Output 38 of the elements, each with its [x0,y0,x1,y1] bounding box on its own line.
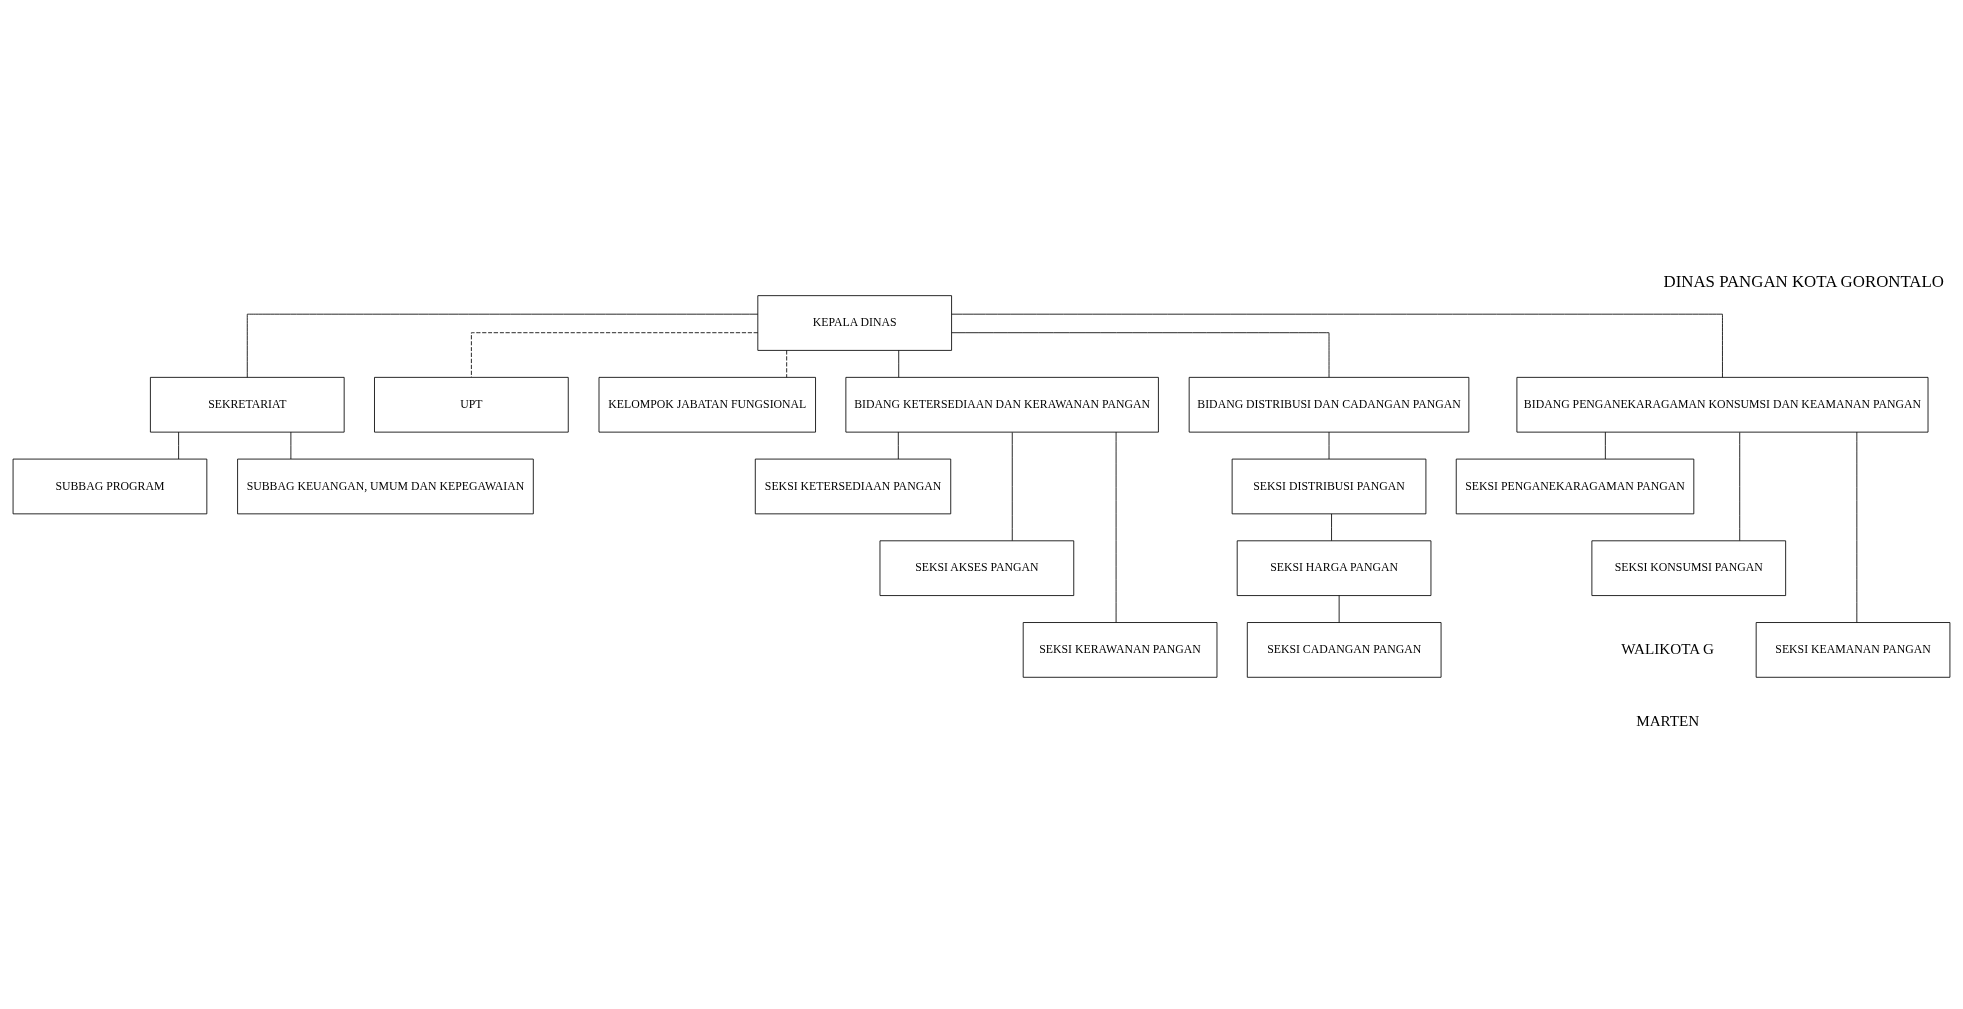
node-box: KELOMPOK JABATAN FUNGSIONAL [598,376,816,433]
node-box: SEKSI HARGA PANGAN [1236,539,1432,596]
connector [951,313,1723,378]
node-box: SEKSI KEAMANAN PANGAN [1755,621,1951,678]
connector [1011,431,1013,541]
node-box: BIDANG PENGANEKARAGAMAN KONSUMSI DAN KEAMANAN PANGAN [1516,376,1929,433]
node-box: SUBBAG KEUANGAN, UMUM DAN KEPEGAWAIAN [237,458,534,514]
label: MARTEN [1636,711,1700,729]
connector [1115,431,1117,623]
connector [246,313,759,378]
node-box: UPT [374,376,569,433]
connector [290,431,292,459]
connector [1739,431,1741,541]
label: WALIKOTA G [1621,639,1715,657]
connector [1338,594,1340,623]
node-box: SEKSI KETERSEDIAAN PANGAN [754,458,952,514]
connector [1856,431,1858,623]
node-box: SEKSI KONSUMSI PANGAN [1591,539,1787,596]
node-box: BIDANG DISTRIBUSI DAN CADANGAN PANGAN [1188,376,1470,433]
node-box: SEKSI KERAWANAN PANGAN [1022,621,1218,678]
connector [898,349,900,378]
diagram-title: DINAS PANGAN KOTA GORONTALO [1663,271,1944,291]
node-box: SEKSI CADANGAN PANGAN [1246,621,1442,678]
connector [1331,513,1332,541]
node-box: SUBBAG PROGRAM [12,458,208,514]
connector [1328,431,1330,459]
connector [897,431,899,459]
connector [786,349,788,378]
connector [470,331,759,378]
node-box: KEPALA DINAS [757,294,952,351]
node-box: SEKSI DISTRIBUSI PANGAN [1231,458,1427,514]
connector [178,431,180,459]
connector [1604,431,1606,459]
node-box: SEKSI PENGANEKARAGAMAN PANGAN [1455,458,1695,514]
connector [951,331,1330,378]
node-box: BIDANG KETERSEDIAAN DAN KERAWANAN PANGAN [845,376,1159,433]
node-box: SEKSI AKSES PANGAN [879,539,1075,596]
node-box: SEKRETARIAT [150,376,345,433]
